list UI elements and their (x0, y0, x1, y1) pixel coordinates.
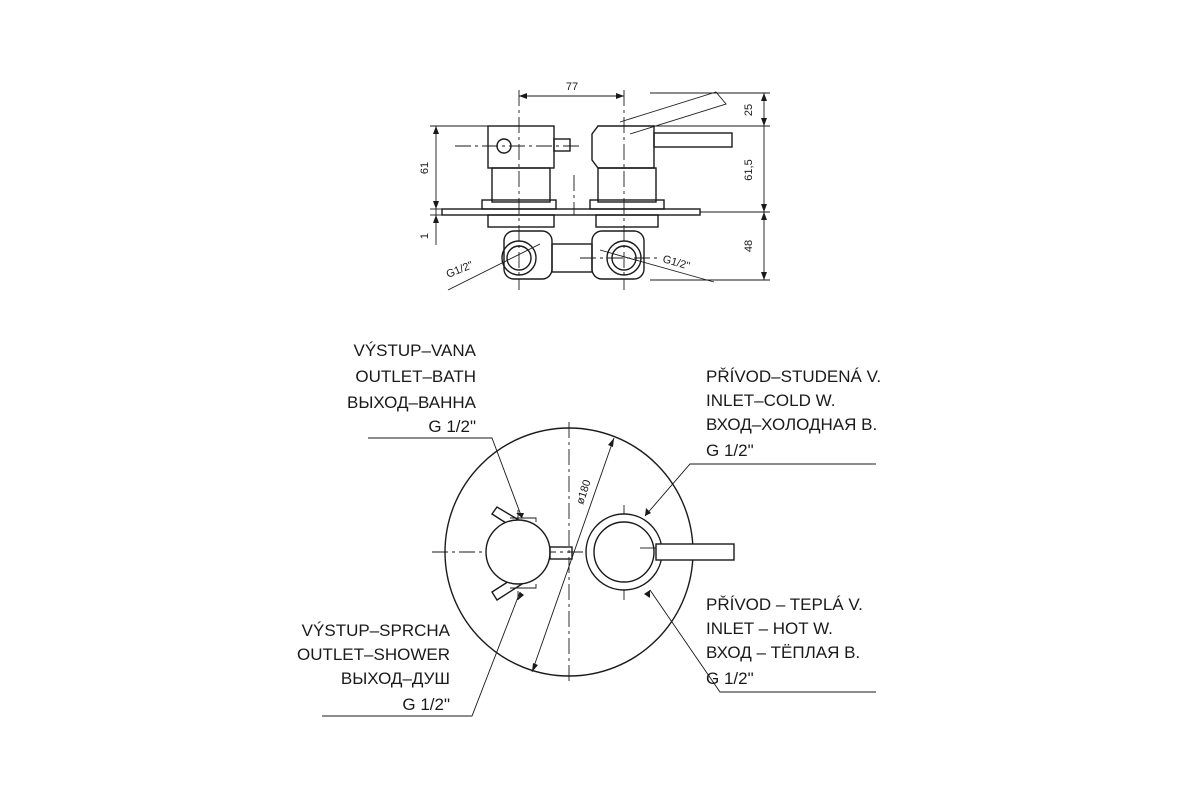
thread-leader-left (447, 243, 541, 291)
svg-text:G 1/2": G 1/2" (706, 441, 754, 460)
label-outlet-bath: VÝSTUP–VANA OUTLET–BATH ВЫХОД–ВАННА G 1/… (347, 341, 477, 436)
mixer-handle-body (591, 125, 655, 169)
leader-outlet-bath (368, 437, 523, 519)
diverter-knob (485, 519, 551, 585)
left-valve-collar (487, 214, 555, 228)
leader-inlet-hot (649, 589, 876, 693)
dim-61: 61 (419, 162, 431, 174)
mixer-lever-front (655, 543, 735, 561)
svg-text:PŘÍVOD–STUDENÁ V.: PŘÍVOD–STUDENÁ V. (706, 367, 881, 386)
svg-text:G 1/2": G 1/2" (402, 695, 450, 714)
mixer-lever (653, 132, 733, 148)
svg-text:OUTLET–SHOWER: OUTLET–SHOWER (297, 645, 450, 664)
dim-61-5: 61,5 (743, 159, 755, 180)
front-view: ø180 (322, 422, 876, 717)
thread-label-right: G1/2" (661, 253, 691, 272)
right-connector (591, 230, 645, 280)
svg-text:VÝSTUP–VANA: VÝSTUP–VANA (353, 341, 476, 360)
right-valve-flange (589, 199, 665, 210)
svg-text:INLET–COLD W.: INLET–COLD W. (706, 391, 835, 410)
diverter-spout (549, 546, 573, 560)
svg-text:ВЫХОД–ВАННА: ВЫХОД–ВАННА (347, 393, 477, 412)
svg-text:ВЫХОД–ДУШ: ВЫХОД–ДУШ (341, 669, 450, 688)
dim-77: 77 (566, 81, 578, 93)
diverter-stub (553, 138, 571, 152)
label-inlet-hot: PŘÍVOD – TEPLÁ V. INLET – HOT W. ВХОД – … (706, 595, 863, 688)
side-elevation-view: 77 25 61,5 48 61 1 G1/2" G1/2" (419, 81, 770, 291)
mixer-knob (593, 521, 655, 583)
label-inlet-cold: PŘÍVOD–STUDENÁ V. INLET–COLD W. ВХОД–ХОЛ… (706, 367, 881, 460)
diameter-line (531, 437, 615, 673)
left-valve-neck (491, 167, 551, 203)
thread-label-left: G1/2" (445, 259, 475, 281)
dim-1: 1 (419, 233, 431, 239)
dim-25: 25 (743, 104, 755, 116)
right-valve-neck (597, 167, 657, 203)
svg-text:ВХОД – ТЁПЛАЯ В.: ВХОД – ТЁПЛАЯ В. (706, 643, 860, 662)
thread-leader-right (599, 249, 715, 283)
svg-text:G 1/2": G 1/2" (428, 417, 476, 436)
svg-text:VÝSTUP–SPRCHA: VÝSTUP–SPRCHA (302, 621, 451, 640)
diverter-handle-body (487, 125, 555, 169)
right-valve-collar (595, 214, 659, 228)
leader-inlet-cold (644, 463, 876, 517)
svg-text:OUTLET–BATH: OUTLET–BATH (355, 367, 476, 386)
diameter-label: ø180 (574, 478, 593, 506)
label-outlet-shower: VÝSTUP–SPRCHA OUTLET–SHOWER ВЫХОД–ДУШ G … (297, 621, 451, 714)
wall-plate (441, 208, 701, 216)
dim-48: 48 (743, 240, 755, 252)
svg-text:ВХОД–ХОЛОДНАЯ В.: ВХОД–ХОЛОДНАЯ В. (706, 415, 877, 434)
svg-text:G 1/2": G 1/2" (706, 669, 754, 688)
svg-text:INLET – HOT W.: INLET – HOT W. (706, 619, 833, 638)
leader-outlet-shower (322, 591, 521, 717)
svg-text:PŘÍVOD – TEPLÁ V.: PŘÍVOD – TEPLÁ V. (706, 595, 863, 614)
lever-raised-outline (619, 91, 727, 135)
